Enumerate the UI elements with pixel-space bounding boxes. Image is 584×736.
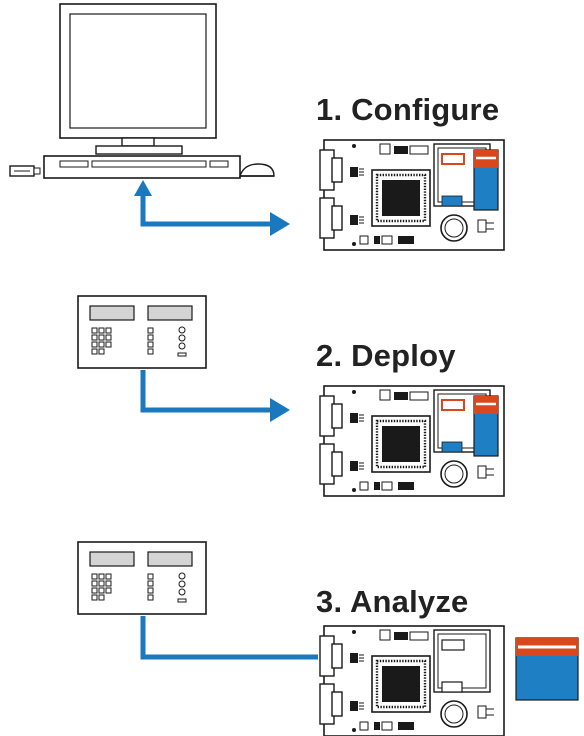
step-3-number: 3.	[316, 584, 343, 619]
control-panel-icon-step-3	[77, 541, 207, 615]
step-2-title: 2. Deploy	[316, 338, 456, 374]
board-icon-step-2	[318, 384, 506, 498]
control-panel-icon-step-2	[77, 295, 207, 369]
step-3-title: 3. Analyze	[316, 584, 469, 620]
step-1-title: 1. Configure	[316, 92, 499, 128]
desktop-computer-icon	[9, 3, 275, 179]
step-2-label: Deploy	[351, 338, 456, 373]
memory-card-icon	[515, 637, 579, 701]
deploy-connector-arrow	[140, 370, 290, 422]
analyze-connector-line	[140, 616, 318, 660]
configure-connector-arrow	[134, 180, 290, 236]
step-1-number: 1.	[316, 92, 343, 127]
board-icon-step-1	[318, 138, 506, 252]
board-icon-step-3	[318, 624, 506, 736]
step-2-number: 2.	[316, 338, 343, 373]
step-1-label: Configure	[351, 92, 500, 127]
step-3-label: Analyze	[349, 584, 469, 619]
